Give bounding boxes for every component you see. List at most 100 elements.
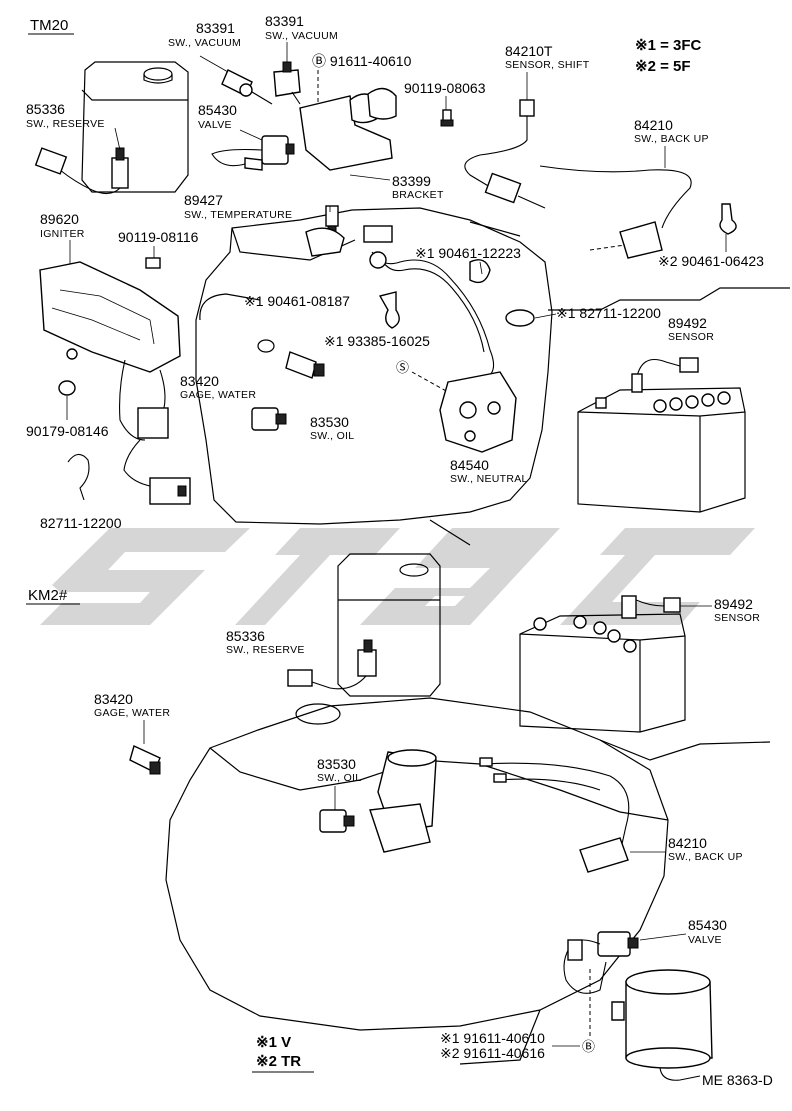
section-label-tm20: TM20 [30, 17, 68, 34]
svg-text:IGNITER: IGNITER [40, 228, 85, 240]
legend-bottom: ※1 V ※2 TR [252, 1034, 314, 1073]
valve-part-bottom [563, 931, 639, 994]
svg-text:85430: 85430 [198, 102, 237, 118]
battery-bottom [519, 613, 686, 733]
clip-90461-06423 [719, 203, 737, 252]
temperature-switch-part [305, 205, 345, 257]
svg-text:※1 93385-16025: ※1 93385-16025 [324, 333, 430, 349]
battery-top [577, 387, 746, 513]
svg-text:SENSOR: SENSOR [668, 331, 714, 343]
water-gage-part-bottom [129, 745, 161, 775]
water-gage-part-top [285, 351, 325, 379]
svg-text:90119-08063: 90119-08063 [404, 80, 486, 96]
backup-switch-part-top [539, 165, 692, 259]
svg-text:85430: 85430 [688, 917, 727, 933]
label-89492-bottom: 89492 SENSOR [680, 596, 760, 624]
svg-text:84210: 84210 [668, 835, 707, 851]
svg-text:84210: 84210 [634, 117, 673, 133]
label-85430-top: 85430 VALVE [198, 102, 263, 141]
legend-top: ※1 = 3FC ※2 = 5F [635, 37, 702, 75]
svg-text:※2 90461-06423: ※2 90461-06423 [658, 253, 764, 269]
label-83420-bottom: 83420 GAGE, WATER [94, 691, 170, 744]
svg-text:※2 91611-40616: ※2 91611-40616 [440, 1045, 545, 1061]
label-82711-12200-top: ※1 82711-12200 [556, 305, 661, 321]
engine-block-top [195, 207, 790, 546]
svg-text:VALVE: VALVE [688, 934, 722, 946]
svg-text:83530: 83530 [310, 414, 349, 430]
svg-text:SW., BACK UP: SW., BACK UP [634, 133, 709, 145]
shift-sensor-part [464, 99, 546, 209]
oil-switch-part-bottom [319, 809, 355, 833]
svg-text:※1 90461-12223: ※1 90461-12223 [415, 245, 521, 261]
svg-text:89492: 89492 [714, 596, 753, 612]
svg-text:SW., RESERVE: SW., RESERVE [226, 644, 305, 656]
reservoir-tank [81, 61, 189, 193]
clamp-82711-12200-top [505, 309, 557, 327]
svg-text:VALVE: VALVE [198, 119, 232, 131]
svg-text:Ⓢ: Ⓢ [396, 360, 409, 375]
label-89492-top: 89492 SENSOR [668, 315, 714, 343]
svg-text:※1 90461-08187: ※1 90461-08187 [244, 293, 350, 309]
label-89620: 89620 IGNITER [40, 211, 85, 264]
svg-text:83391: 83391 [196, 20, 235, 36]
label-83391-b: 83391 SW., VACUUM [265, 13, 338, 62]
svg-text:SW., VACUUM: SW., VACUUM [265, 30, 338, 42]
svg-text:83420: 83420 [180, 373, 219, 389]
label-91611-bottom: ※1 91611-40610 ※2 91611-40616 Ⓑ [440, 966, 595, 1061]
svg-text:83399: 83399 [392, 173, 431, 189]
svg-text:83420: 83420 [94, 691, 133, 707]
svg-text:Ⓑ 91611-40610: Ⓑ 91611-40610 [312, 53, 412, 69]
label-84210-top: 84210 SW., BACK UP [634, 117, 709, 168]
label-85336-bottom: 85336 SW., RESERVE [226, 628, 305, 656]
svg-text:85336: 85336 [226, 628, 265, 644]
label-84210T: 84210T SENSOR, SHIFT [505, 43, 589, 100]
svg-text:※1 91611-40610: ※1 91611-40610 [440, 1030, 545, 1046]
label-83399: 83399 BRACKET [392, 173, 444, 201]
svg-text:SW., BACK UP: SW., BACK UP [668, 851, 743, 863]
clip-90461-08187 [378, 291, 400, 329]
watermark-logo [40, 528, 755, 625]
reserve-switch-part-bottom [287, 639, 377, 690]
vacuum-switch-1 [199, 55, 273, 105]
svg-text:※1 82711-12200: ※1 82711-12200 [556, 305, 661, 321]
svg-text:82711-12200: 82711-12200 [40, 515, 122, 531]
legend-bottom-line-2: ※2 TR [256, 1053, 301, 1070]
svg-text:89492: 89492 [668, 315, 707, 331]
svg-text:BRACKET: BRACKET [392, 189, 444, 201]
svg-text:GAGE, WATER: GAGE, WATER [180, 389, 256, 401]
canister-part [611, 969, 713, 1081]
bracket-part [299, 87, 397, 181]
svg-text:SENSOR: SENSOR [714, 612, 760, 624]
footer-code: ME 8363-D [702, 1072, 773, 1088]
vacuum-switch-2 [273, 61, 301, 105]
label-84540: 84540 SW., NEUTRAL [450, 457, 528, 485]
svg-text:GAGE, WATER: GAGE, WATER [94, 707, 170, 719]
igniter-part [39, 261, 191, 505]
label-83530-top: 83530 SW., OIL [310, 414, 354, 442]
legend-bottom-line-1: ※1 V [256, 1034, 291, 1051]
neutral-switch-part [439, 371, 517, 453]
legend-line-1: ※1 = 3FC [635, 37, 702, 54]
label-83391-a: 83391 SW., VACUUM [168, 20, 241, 49]
reservoir-tank-bottom [337, 553, 441, 697]
svg-text:SW., VACUUM: SW., VACUUM [168, 37, 241, 49]
label-93385-16025: ※1 93385-16025 Ⓢ [324, 333, 449, 393]
svg-text:83530: 83530 [317, 756, 356, 772]
sensor-89492-part-top [631, 357, 699, 393]
clamp-82711-12200-top-left: 82711-12200 [40, 453, 122, 531]
svg-text:89620: 89620 [40, 211, 79, 227]
label-83530-bottom: 83530 SW., OIL [317, 756, 361, 810]
label-84210-bottom: 84210 SW., BACK UP [630, 835, 743, 863]
svg-text:Ⓑ: Ⓑ [582, 1039, 595, 1054]
svg-text:84540: 84540 [450, 457, 489, 473]
sensor-89492-part-bottom [621, 595, 681, 619]
nut-90179-08146: 90179-08146 [26, 380, 109, 439]
svg-text:89427: 89427 [184, 192, 223, 208]
svg-text:SW., NEUTRAL: SW., NEUTRAL [450, 473, 528, 485]
svg-text:90179-08146: 90179-08146 [26, 423, 109, 439]
label-89427: 89427 SW., TEMPERATURE [184, 192, 331, 221]
svg-text:SW., OIL: SW., OIL [310, 430, 354, 442]
backup-switch-part-bottom [479, 757, 630, 873]
